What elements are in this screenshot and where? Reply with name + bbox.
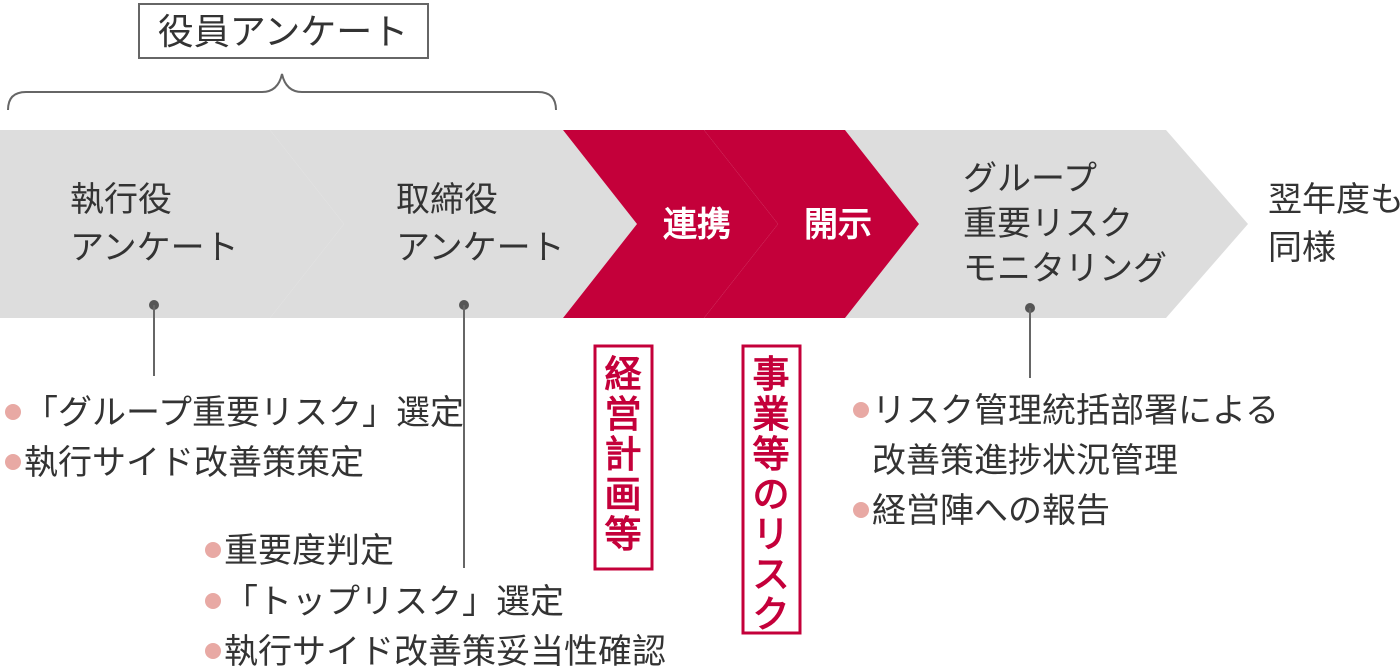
step-1-label: 執行役 アンケート (70, 180, 239, 268)
bullet-dot (853, 402, 869, 418)
note-step1-item-1: 「グループ重要リスク」選定 (24, 393, 464, 433)
note-step2-item-3: 執行サイド改善策妥当性確認 (224, 632, 666, 668)
note-step2-item-1: 重要度判定 (224, 531, 394, 571)
step-4-label: 開示 (804, 205, 872, 245)
note-step1-item-2: 執行サイド改善策策定 (24, 443, 364, 483)
chevron-step-4 (704, 130, 919, 318)
note-step5-item-1: リスク管理統括部署による (872, 391, 1279, 431)
chevron-step-5 (845, 130, 1248, 318)
bullet-dot (853, 502, 869, 518)
note-step5-item-2: 経営陣への報告 (872, 491, 1110, 531)
vertical-box-disclosure (741, 344, 802, 635)
bullet-dot (205, 542, 221, 558)
header-label: 役員アンケート (158, 12, 409, 53)
vertical-box-link (593, 344, 654, 571)
bullet-dot (5, 454, 21, 470)
header-box (138, 3, 429, 59)
vertical-text-disclosure: 事業等のリスク (753, 353, 790, 636)
bullet-dot (205, 593, 221, 609)
bullet-dot (205, 643, 221, 659)
vertical-text-link: 経営計画等 (605, 353, 643, 556)
chevron-step-1 (0, 130, 344, 318)
bullet-dot (5, 404, 21, 420)
step-2-label: 取締役 アンケート (396, 180, 565, 268)
chevron-step-3 (563, 130, 778, 318)
brace (7, 73, 557, 111)
note-step5-item-1-cont: 改善策進捗状況管理 (872, 441, 1178, 481)
chevron-step-2 (270, 130, 637, 318)
note-step2-item-2: 「トップリスク」選定 (224, 582, 564, 622)
step-5-label: グループ 重要リスク モニタリング (963, 159, 1167, 289)
end-label: 翌年度も 同様 (1268, 180, 1400, 268)
step-3-label: 連携 (663, 205, 731, 245)
